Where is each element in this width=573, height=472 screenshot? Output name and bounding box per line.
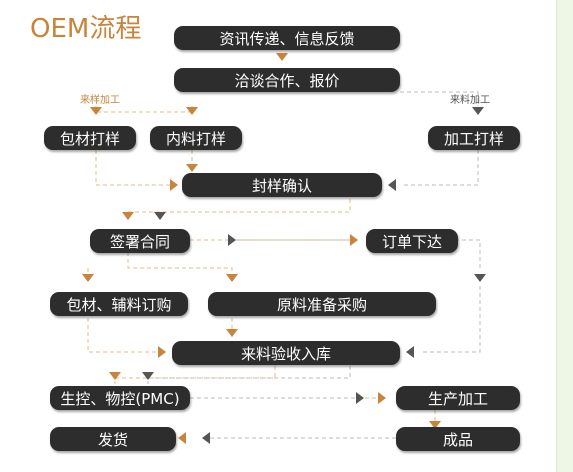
node-incoming-inspection: 来料验收入库	[172, 341, 400, 365]
connector-line	[95, 106, 193, 113]
arrow-down	[142, 372, 154, 380]
arrow-down	[186, 107, 198, 115]
arrow-down	[226, 274, 238, 282]
connector-line	[95, 150, 170, 186]
side-strip	[556, 0, 573, 472]
node-place-order: 订单下达	[366, 229, 458, 253]
arrow-down	[276, 53, 288, 61]
arrow-left	[406, 346, 414, 358]
connector-line	[87, 252, 233, 280]
arrow-down	[472, 107, 484, 115]
connector-line	[87, 318, 158, 353]
connector-line	[420, 239, 481, 270]
arrow-right	[350, 234, 358, 246]
node-processing-sample: 加工打样	[428, 126, 520, 150]
arrow-right	[228, 234, 236, 246]
arrow-down	[90, 107, 102, 115]
arrow-down	[474, 274, 486, 282]
node-raw-material-purchase: 原料准备采购	[208, 292, 436, 316]
node-production: 生产加工	[396, 386, 520, 410]
right-sample-label: 来料加工	[450, 95, 490, 106]
node-finished-goods: 成品	[396, 427, 520, 451]
arrow-down	[82, 274, 94, 282]
node-content-sample: 内料打样	[150, 126, 242, 150]
arrow-right	[356, 392, 364, 404]
node-sign-contract: 签署合同	[90, 229, 190, 253]
node-shipping: 发货	[50, 427, 176, 451]
arrow-down	[109, 372, 121, 380]
node-info-feedback: 资讯传递、信息反馈	[174, 26, 400, 50]
node-packaging-sample: 包材打样	[44, 126, 136, 150]
arrow-right	[158, 346, 166, 358]
node-packaging-purchase: 包材、辅料订购	[50, 292, 188, 316]
arrow-down	[429, 421, 441, 429]
connector-line	[420, 286, 481, 353]
arrow-left	[202, 432, 210, 444]
arrow-down	[122, 212, 134, 220]
connector-line	[114, 366, 276, 384]
arrow-down	[226, 329, 238, 337]
left-sample-label: 来样加工	[80, 95, 120, 106]
connector-line	[147, 366, 351, 384]
arrow-down	[154, 212, 166, 220]
arrow-left	[388, 179, 396, 191]
arrow-down	[186, 164, 198, 172]
connector-line	[404, 150, 479, 186]
arrow-right	[170, 179, 178, 191]
node-sample-confirm: 封样确认	[182, 173, 382, 197]
arrow-left	[178, 432, 186, 444]
connector-line	[400, 91, 479, 106]
page-title: OEM流程	[30, 14, 142, 44]
node-negotiate-quote: 洽谈合作、报价	[174, 68, 400, 92]
arrow-right	[378, 392, 386, 404]
node-production-control: 生控、物控(PMC)	[50, 386, 190, 410]
